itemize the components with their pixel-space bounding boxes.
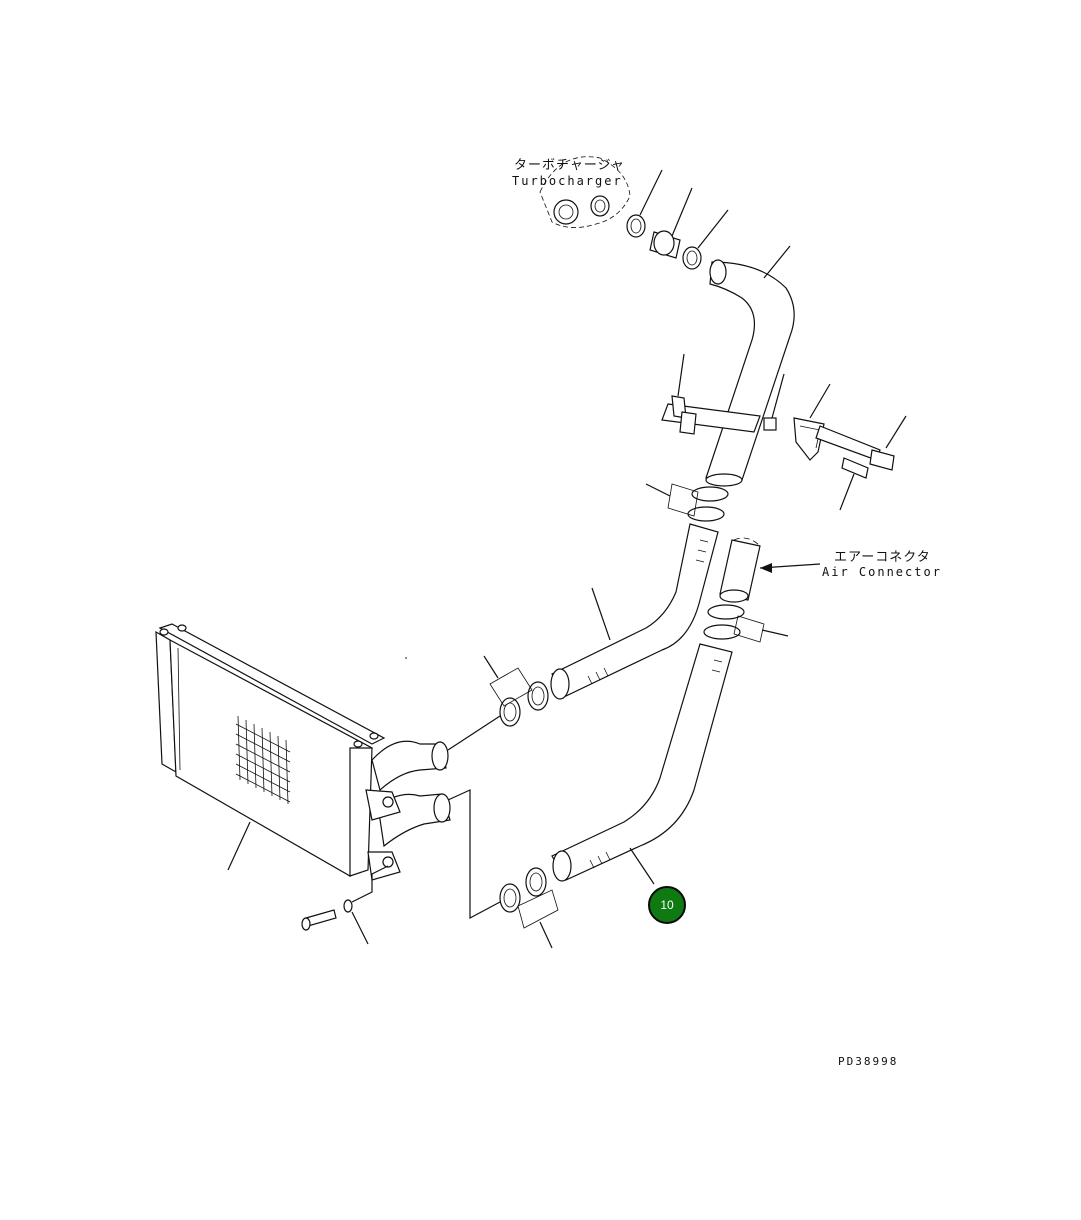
leader-lower-port bbox=[447, 789, 501, 919]
air-connector-label-jp: エアーコネクタ bbox=[834, 550, 931, 565]
top-clamp-2 bbox=[682, 209, 729, 270]
drawing-speck bbox=[405, 657, 407, 659]
air-connector-label-en: Air Connector bbox=[822, 565, 942, 579]
upper-bent-tube bbox=[705, 245, 795, 487]
turbocharger-outline bbox=[539, 156, 631, 228]
lower-hose bbox=[551, 643, 733, 885]
turbocharger-label-en: Turbocharger bbox=[512, 174, 623, 188]
clamp-pair-4 bbox=[499, 867, 559, 949]
leader-upper-port bbox=[447, 715, 501, 751]
turbocharger-label-jp: ターボチャージャ bbox=[514, 158, 625, 173]
bolt-and-washer bbox=[301, 865, 389, 945]
drawing-number: PD38998 bbox=[838, 1055, 899, 1068]
air-connector-pipe bbox=[719, 537, 821, 603]
top-clamp-1 bbox=[626, 169, 663, 238]
middle-hose bbox=[550, 523, 719, 700]
bracket-assembly bbox=[661, 353, 907, 511]
aftercooler bbox=[155, 623, 451, 881]
clamp-pair-3 bbox=[483, 655, 549, 727]
top-sleeve bbox=[649, 187, 693, 259]
callout-part-10[interactable]: 10 bbox=[648, 886, 686, 924]
clamp-pair-2 bbox=[703, 604, 789, 643]
clamp-pair-1 bbox=[645, 483, 729, 522]
